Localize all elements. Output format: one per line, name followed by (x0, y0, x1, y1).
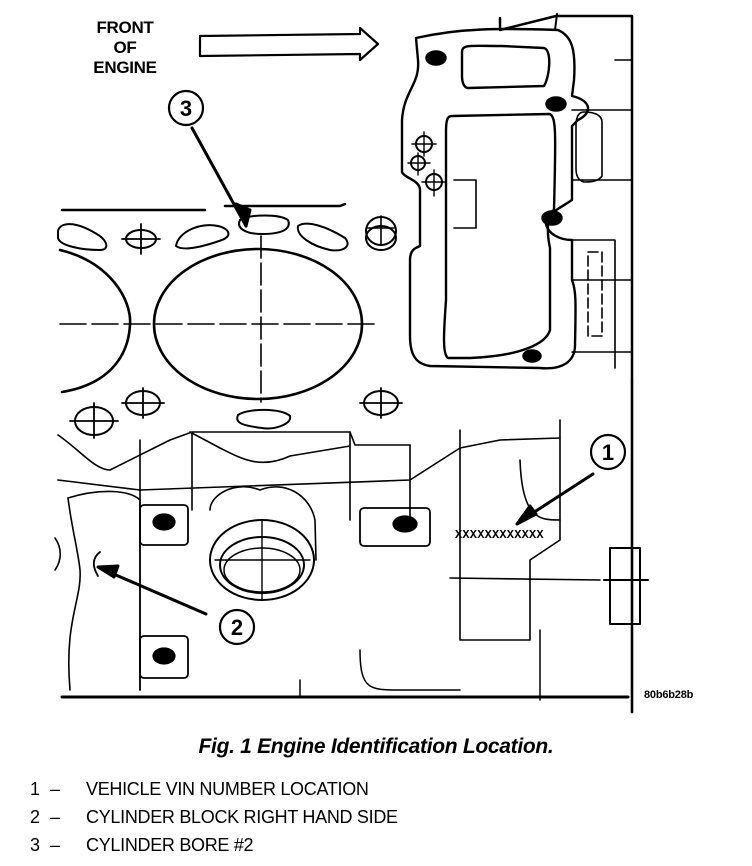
callout-1: 1 (589, 433, 627, 471)
callout-2-number: 2 (231, 615, 243, 640)
front-direction-arrow-icon (198, 26, 380, 62)
legend-item: 1– VEHICLE VIN NUMBER LOCATION (30, 775, 398, 803)
legend-item-label: CYLINDER BORE #2 (86, 835, 254, 855)
callout-2: 2 (218, 608, 256, 646)
engine-identification-figure: 3 1 2 FRONT OF ENGINE XXXXXXXXXXXX 80b6b… (54, 13, 694, 714)
legend-item: 2– CYLINDER BLOCK RIGHT HAND SIDE (30, 803, 398, 831)
cylinder-bores (58, 235, 376, 403)
engine-line-drawing: 3 1 2 (54, 13, 649, 714)
callout-1-arrowhead-icon (515, 504, 538, 526)
cylinder-head-deck (57, 202, 403, 439)
front-of-engine-label-line-1: FRONT (96, 18, 154, 37)
legend-item-label: VEHICLE VIN NUMBER LOCATION (86, 779, 369, 799)
image-code: 80b6b28b (644, 689, 694, 701)
legend-item: 3– CYLINDER BORE #2 (30, 831, 398, 859)
engine-block-lower (54, 378, 649, 714)
figure-caption: Fig. 1 Engine Identification Location. (198, 735, 554, 758)
legend-item-separator: – (50, 807, 60, 827)
timing-cover-area (400, 13, 634, 382)
callout-2-leader (100, 567, 208, 616)
callout-arrows (96, 126, 595, 616)
front-of-engine-label: FRONT OF ENGINE (80, 18, 170, 78)
vin-number-marking: XXXXXXXXXXXX (455, 528, 544, 542)
legend-item-separator: – (50, 835, 60, 855)
legend-item-separator: – (50, 779, 60, 799)
callout-3-arrowhead-icon (234, 202, 252, 228)
legend-item-number: 1 (30, 779, 40, 799)
callout-1-number: 1 (602, 440, 614, 465)
figure-legend: 1–VEHICLE VIN NUMBER LOCATION 2–CYLINDER… (30, 775, 398, 859)
front-of-engine-label-line-3: ENGINE (93, 58, 157, 77)
legend-item-label: CYLINDER BLOCK RIGHT HAND SIDE (86, 807, 398, 827)
callout-3-number: 3 (180, 96, 192, 121)
callout-2-arrowhead-icon (96, 564, 120, 579)
callout-3: 3 (167, 89, 205, 127)
legend-item-number: 2 (30, 807, 40, 827)
front-of-engine-label-line-2: OF (113, 38, 137, 57)
legend-item-number: 3 (30, 835, 40, 855)
